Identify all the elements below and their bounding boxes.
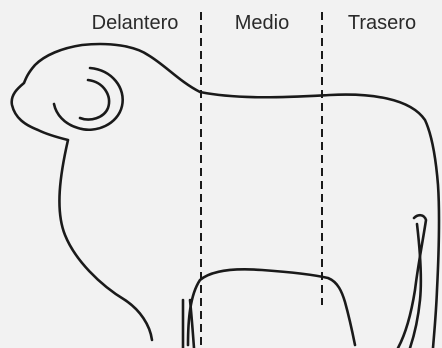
region-label-trasero: Trasero: [348, 12, 416, 34]
sheep-outline-body: [12, 44, 439, 348]
region-label-medio: Medio: [235, 12, 289, 34]
region-label-delantero: Delantero: [92, 12, 179, 34]
horn-inner: [80, 80, 109, 120]
belly-line: [188, 269, 355, 345]
front-leg-inner: [190, 300, 194, 348]
